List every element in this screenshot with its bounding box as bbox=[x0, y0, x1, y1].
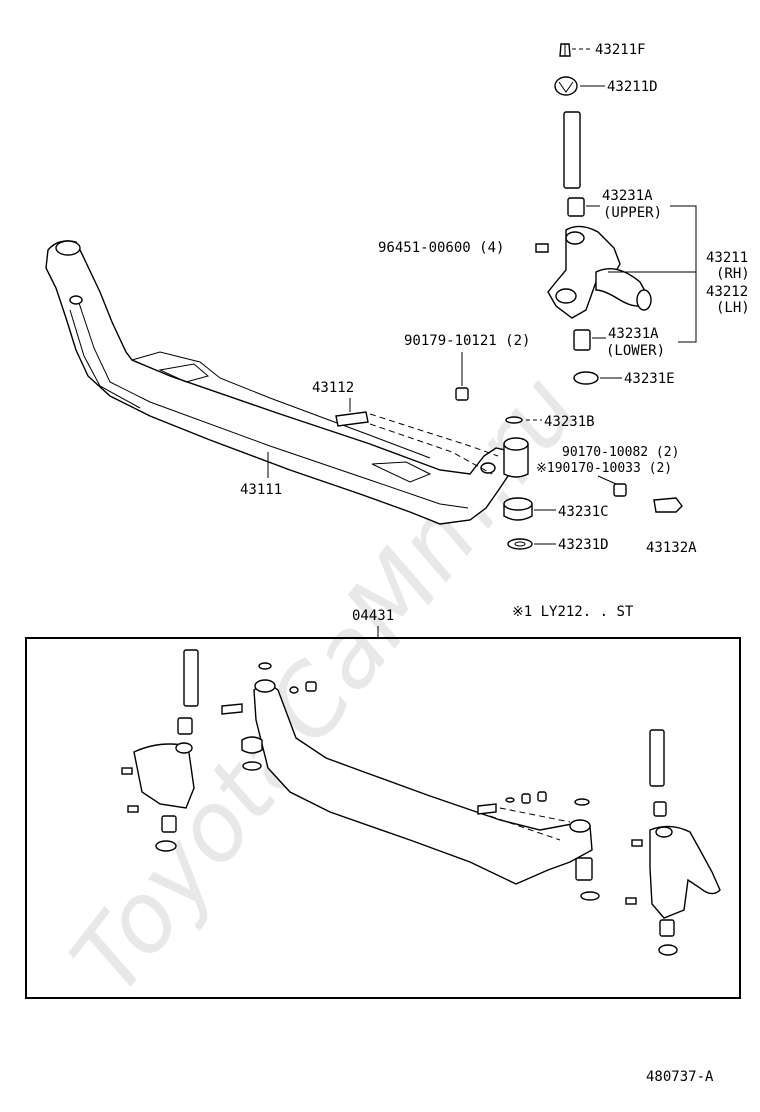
label-43231D[interactable]: 43231D bbox=[558, 537, 609, 553]
thrust-bearing bbox=[573, 371, 599, 385]
lower-bushing bbox=[573, 329, 591, 351]
label-43112[interactable]: 43112 bbox=[312, 380, 354, 396]
label-43231E[interactable]: 43231E bbox=[624, 371, 675, 387]
washer-43231D bbox=[507, 538, 533, 550]
nut-90179 bbox=[455, 387, 469, 401]
label-90170-a[interactable]: 90170-10082 (2) bbox=[562, 445, 679, 460]
label-43231A-lower[interactable]: 43231A bbox=[608, 326, 659, 342]
label-90179[interactable]: 90179-10121 (2) bbox=[404, 333, 530, 349]
bushing-43231C bbox=[503, 497, 533, 521]
label-rh[interactable]: (RH) bbox=[716, 266, 750, 282]
king-pin-cap bbox=[559, 43, 571, 57]
seal-43231B bbox=[505, 416, 523, 424]
label-43211F[interactable]: 43211F bbox=[595, 42, 646, 58]
label-43211D[interactable]: 43211D bbox=[607, 79, 658, 95]
label-43212[interactable]: 43212 bbox=[706, 284, 748, 300]
label-43231C[interactable]: 43231C bbox=[558, 504, 609, 520]
label-lower[interactable]: (LOWER) bbox=[606, 343, 665, 359]
steering-knuckle bbox=[547, 225, 652, 319]
stud-43112 bbox=[335, 411, 369, 427]
bolt-43132A bbox=[653, 497, 683, 513]
label-43132A[interactable]: 43132A bbox=[646, 540, 697, 556]
kit-box bbox=[25, 637, 741, 999]
label-96451[interactable]: 96451-00600 (4) bbox=[378, 240, 504, 256]
king-pin bbox=[563, 111, 581, 189]
upper-bushing bbox=[567, 197, 585, 217]
kit-contents bbox=[121, 649, 721, 956]
nut-90170 bbox=[613, 483, 627, 497]
label-43231B[interactable]: 43231B bbox=[544, 414, 595, 430]
figure-code[interactable]: 480737-A bbox=[646, 1069, 714, 1085]
beam-boss bbox=[503, 437, 529, 478]
label-90170-b[interactable]: ※190170-10033 (2) bbox=[536, 461, 672, 476]
label-43231A-upper[interactable]: 43231A bbox=[602, 188, 653, 204]
label-lh[interactable]: (LH) bbox=[716, 300, 750, 316]
label-04431[interactable]: 04431 bbox=[352, 608, 394, 624]
king-pin-nut bbox=[554, 76, 578, 96]
label-upper[interactable]: (UPPER) bbox=[603, 205, 662, 221]
label-43211[interactable]: 43211 bbox=[706, 250, 748, 266]
kit-note[interactable]: ※1 LY212. . ST bbox=[512, 604, 634, 620]
front-axle-beam bbox=[45, 240, 515, 525]
knuckle-bolt bbox=[535, 243, 549, 253]
label-43111[interactable]: 43111 bbox=[240, 482, 282, 498]
